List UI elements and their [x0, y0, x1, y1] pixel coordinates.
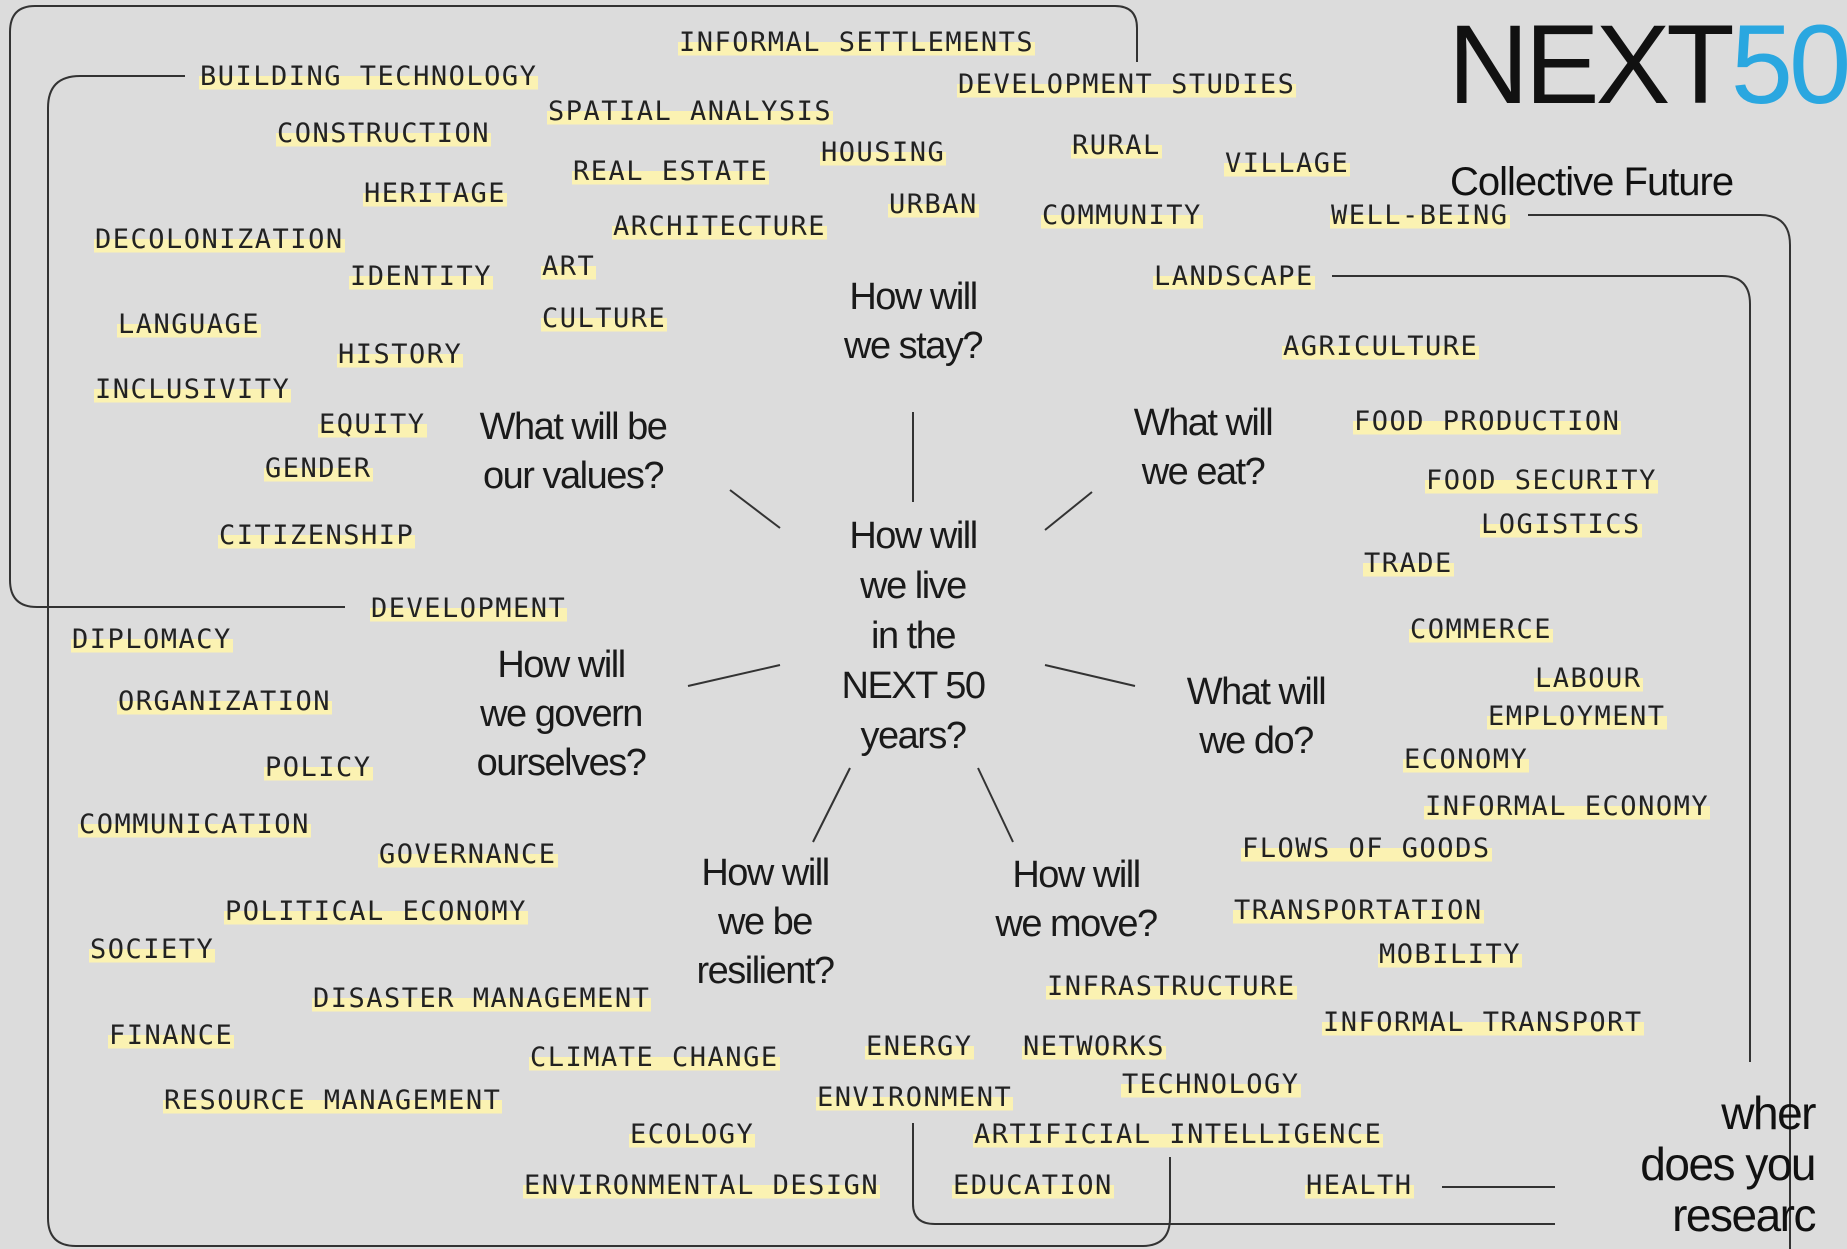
keyword-food-security: FOOD SECURITY [1425, 465, 1658, 496]
keyword-inclusivity: INCLUSIVITY [94, 374, 292, 405]
next50-logo: NEXT50 Collective Future [1448, 0, 1847, 222]
keyword-heritage: HERITAGE [363, 178, 508, 209]
spoke-govern [687, 664, 781, 687]
bracket-informal-settlements [9, 5, 1138, 608]
question-move: How will we move? [995, 854, 1158, 945]
question-stay: How will we stay? [844, 276, 983, 367]
connector-well-being [1528, 214, 1791, 1249]
logo-word: NEXT [1448, 2, 1735, 127]
keyword-mobility: MOBILITY [1378, 939, 1523, 970]
keyword-environment: ENVIRONMENT [816, 1082, 1014, 1113]
keyword-trade: TRADE [1363, 548, 1454, 579]
keyword-employment: EMPLOYMENT [1487, 701, 1667, 732]
keyword-informal-economy: INFORMAL ECONOMY [1424, 791, 1711, 822]
spoke-do [1044, 664, 1136, 687]
spoke-values [729, 489, 781, 529]
keyword-informal-settlements: INFORMAL SETTLEMENTS [678, 27, 1036, 58]
keyword-labour: LABOUR [1534, 663, 1643, 694]
keyword-equity: EQUITY [318, 409, 427, 440]
question-values: What will be our values? [479, 406, 668, 497]
keyword-agriculture: AGRICULTURE [1282, 331, 1480, 362]
keyword-architecture: ARCHITECTURE [612, 211, 828, 242]
keyword-community: COMMUNITY [1041, 200, 1203, 231]
keyword-education: EDUCATION [952, 1170, 1114, 1201]
keyword-history: HISTORY [337, 339, 464, 370]
keyword-economy: ECONOMY [1403, 744, 1530, 775]
keyword-flows-of-goods: FLOWS OF GOODS [1241, 833, 1492, 864]
spoke-move [977, 767, 1014, 843]
keyword-rural: RURAL [1071, 130, 1162, 161]
keyword-landscape: LANDSCAPE [1153, 261, 1315, 292]
keyword-identity: IDENTITY [349, 261, 494, 292]
keyword-communication: COMMUNICATION [78, 809, 311, 840]
question-eat: What will we eat? [1133, 402, 1274, 493]
question-do: What will we do? [1186, 671, 1327, 762]
keyword-art: ART [541, 251, 597, 282]
corner-question: wher does you researc [1640, 1087, 1816, 1241]
keyword-diplomacy: DIPLOMACY [71, 624, 233, 655]
keyword-decolonization: DECOLONIZATION [94, 224, 345, 255]
keyword-political-economy: POLITICAL ECONOMY [224, 896, 528, 927]
keyword-disaster-management: DISASTER MANAGEMENT [312, 983, 652, 1014]
keyword-citizenship: CITIZENSHIP [218, 520, 416, 551]
question-govern: How will we govern ourselves? [476, 644, 647, 784]
connector-environment [912, 1123, 1555, 1225]
keyword-culture: CULTURE [541, 303, 668, 334]
spoke-resilient [812, 767, 851, 843]
keyword-health: HEALTH [1305, 1170, 1414, 1201]
keyword-gender: GENDER [264, 453, 373, 484]
keyword-networks: NETWORKS [1022, 1031, 1167, 1062]
keyword-real-estate: REAL ESTATE [572, 156, 770, 187]
keyword-infrastructure: INFRASTRUCTURE [1046, 971, 1297, 1002]
keyword-technology: TECHNOLOGY [1121, 1069, 1301, 1100]
keyword-transportation: TRANSPORTATION [1233, 895, 1484, 926]
keyword-development: DEVELOPMENT [370, 593, 568, 624]
keyword-environmental-design: ENVIRONMENTAL DESIGN [523, 1170, 881, 1201]
keyword-society: SOCIETY [89, 934, 216, 965]
keyword-food-production: FOOD PRODUCTION [1353, 406, 1622, 437]
center-question: How will we live in the NEXT 50 years? [841, 515, 986, 757]
logo-number: 50 [1730, 2, 1847, 127]
keyword-housing: HOUSING [820, 137, 947, 168]
keyword-language: LANGUAGE [117, 309, 262, 340]
keyword-well-being: WELL-BEING [1330, 200, 1510, 231]
bracket-building-technology [47, 75, 1171, 1247]
keyword-resource-management: RESOURCE MANAGEMENT [163, 1085, 503, 1116]
spoke-eat [1044, 491, 1093, 531]
keyword-village: VILLAGE [1224, 148, 1351, 179]
connector-lines [9, 5, 1791, 1249]
keyword-finance: FINANCE [108, 1020, 235, 1051]
keyword-ecology: ECOLOGY [629, 1119, 756, 1150]
keyword-building-technology: BUILDING TECHNOLOGY [199, 61, 539, 92]
keyword-spatial-analysis: SPATIAL ANALYSIS [547, 96, 834, 127]
keyword-artificial-intelligence: ARTIFICIAL INTELLIGENCE [973, 1119, 1384, 1150]
keyword-policy: POLICY [264, 752, 373, 783]
keyword-climate-change: CLIMATE CHANGE [529, 1042, 780, 1073]
keyword-construction: CONSTRUCTION [276, 118, 492, 149]
keyword-logistics: LOGISTICS [1480, 509, 1642, 540]
keyword-commerce: COMMERCE [1409, 614, 1554, 645]
keyword-development-studies: DEVELOPMENT STUDIES [957, 69, 1297, 100]
keyword-urban: URBAN [888, 189, 979, 220]
keyword-governance: GOVERNANCE [378, 839, 558, 870]
connector-landscape [1332, 275, 1751, 1062]
logo-tagline: Collective Future [1450, 160, 1734, 204]
question-resilient: How will we be resilient? [696, 852, 835, 992]
keyword-energy: ENERGY [865, 1031, 974, 1062]
keyword-organization: ORGANIZATION [117, 686, 333, 717]
keyword-informal-transport: INFORMAL TRANSPORT [1322, 1007, 1644, 1038]
